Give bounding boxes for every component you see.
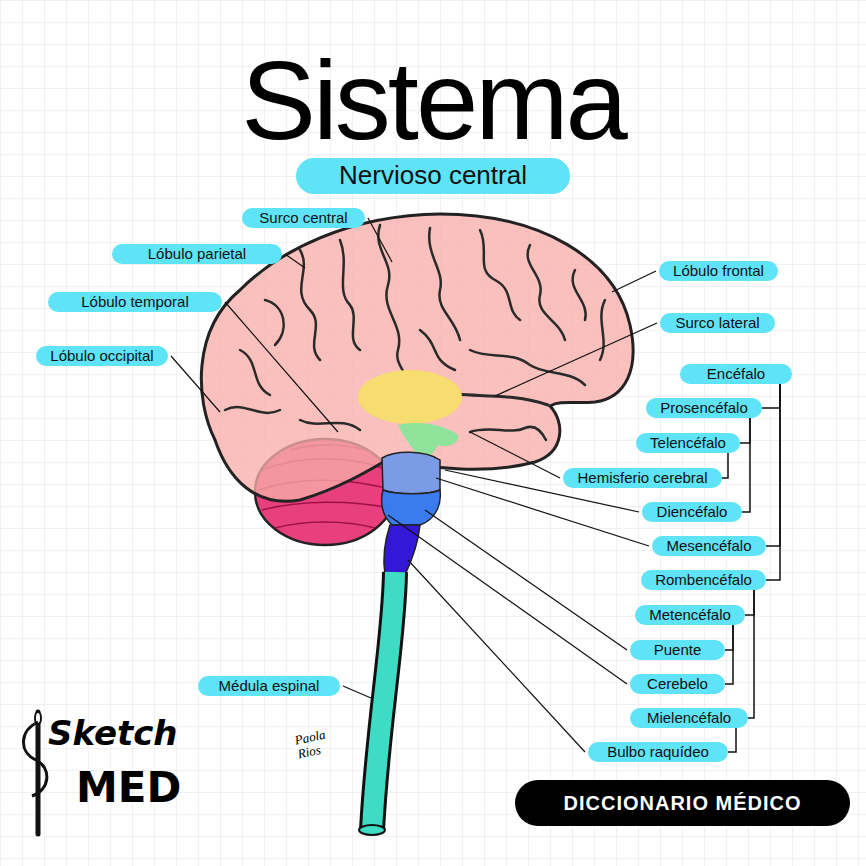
label-pill: Lóbulo frontal — [659, 261, 778, 281]
sulcus-line — [429, 228, 460, 340]
label-text: Hemisferio cerebral — [577, 469, 707, 486]
logo-thread — [23, 722, 46, 796]
label-pill: Lóbulo occipital — [36, 346, 168, 366]
sulcus-line — [225, 407, 280, 413]
cerebellum-folium — [275, 522, 375, 528]
cerebellum-folium — [262, 502, 390, 510]
leader-line — [225, 302, 338, 432]
logo-text: Sketch — [48, 716, 178, 752]
leader-line — [495, 323, 657, 396]
leader-line — [470, 432, 560, 478]
pons-shape — [382, 490, 441, 525]
bracket-connector — [742, 418, 750, 512]
label-pill: Lóbulo temporal — [48, 292, 222, 312]
label-text: Rombencéfalo — [655, 571, 752, 588]
signature-text: Paola Rios — [294, 727, 335, 761]
label-text: Mielencéfalo — [647, 709, 731, 726]
leader-line — [388, 515, 627, 684]
label-pill: Mesencéfalo — [652, 536, 766, 556]
label-pill: Rombencéfalo — [641, 570, 766, 590]
label-pill: Hemisferio cerebral — [563, 468, 722, 488]
bracket-connector — [745, 590, 754, 615]
label-text: Cerebelo — [647, 675, 708, 692]
label-text: Surco central — [259, 209, 347, 226]
label-pill: Surco central — [242, 208, 365, 228]
sulcus-line — [470, 350, 585, 385]
label-text: Surco lateral — [675, 314, 759, 331]
page-title: Sistema — [0, 45, 866, 157]
label-pill: Prosencéfalo — [646, 398, 762, 418]
leader-line — [612, 271, 656, 292]
label-text: Encéfalo — [707, 365, 765, 382]
label-text: Lóbulo frontal — [673, 262, 764, 279]
bracket-connector — [722, 453, 728, 478]
central-sulcus — [378, 225, 405, 380]
label-text: Puente — [654, 641, 702, 658]
leader-line — [285, 254, 305, 268]
bracket-connector — [766, 384, 780, 580]
logo-text: MED — [76, 766, 181, 810]
bracket-connector — [725, 625, 733, 650]
bracket-connector — [766, 384, 780, 546]
leader-line — [425, 510, 627, 650]
leader-line — [408, 560, 585, 752]
leader-line — [171, 356, 220, 412]
sulcus-line — [300, 420, 360, 430]
label-text: Bulbo raquídeo — [607, 743, 709, 760]
sulcus-line — [265, 300, 284, 345]
label-pill: Lóbulo parietal — [112, 244, 282, 264]
bracket-connector — [748, 590, 754, 718]
bracket-connector — [728, 728, 736, 752]
label-pill: Puente — [630, 640, 725, 660]
label-pill: Bulbo raquídeo — [588, 742, 728, 762]
spinal-cord-shape — [372, 572, 395, 830]
label-pill: Surco lateral — [660, 313, 775, 333]
spinal-cord-end — [359, 825, 385, 835]
label-pill: Diencéfalo — [642, 502, 742, 522]
label-text: Telencéfalo — [650, 434, 726, 451]
sulcus-line — [573, 270, 586, 320]
sulcus-line — [420, 330, 455, 370]
label-text: Lóbulo parietal — [148, 245, 246, 262]
sulcus-line — [600, 300, 605, 360]
label-text: Lóbulo temporal — [81, 293, 189, 310]
label-text: Metencéfalo — [649, 606, 731, 623]
bracket-connector — [725, 625, 733, 684]
label-pill: Metencéfalo — [635, 605, 745, 625]
sulcus-line — [240, 350, 270, 395]
label-text: DICCIONARIO MÉDICO — [564, 792, 802, 815]
sulcus-line — [528, 245, 565, 340]
sulcus-line — [340, 240, 360, 350]
bracket-connector — [740, 418, 750, 443]
spinal-cord-outline — [372, 572, 395, 830]
label-text: Mesencéfalo — [666, 537, 751, 554]
leader-line — [343, 686, 371, 698]
label-pill: Médula espinal — [198, 676, 340, 696]
label-text: Nervioso central — [339, 161, 527, 191]
leader-line — [368, 218, 392, 262]
label-text: Médula espinal — [219, 677, 320, 694]
label-text: Lóbulo occipital — [50, 347, 153, 364]
label-pill: Encéfalo — [680, 364, 792, 384]
bracket-connector — [762, 384, 780, 408]
label-pill: Nervioso central — [296, 158, 570, 194]
logo-needle — [36, 712, 41, 834]
leader-line — [436, 478, 649, 546]
sulcus-line — [480, 230, 520, 320]
label-pill: Telencéfalo — [636, 433, 740, 453]
label-text: Diencéfalo — [657, 503, 728, 520]
label-pill: Cerebelo — [630, 674, 725, 694]
label-text: Prosencéfalo — [660, 399, 748, 416]
label-pill: Mielencéfalo — [630, 708, 748, 728]
mesencephalon-shape — [382, 452, 440, 494]
diencephalon-shape — [358, 370, 462, 424]
banner-box: DICCIONARIO MÉDICO — [515, 780, 850, 826]
